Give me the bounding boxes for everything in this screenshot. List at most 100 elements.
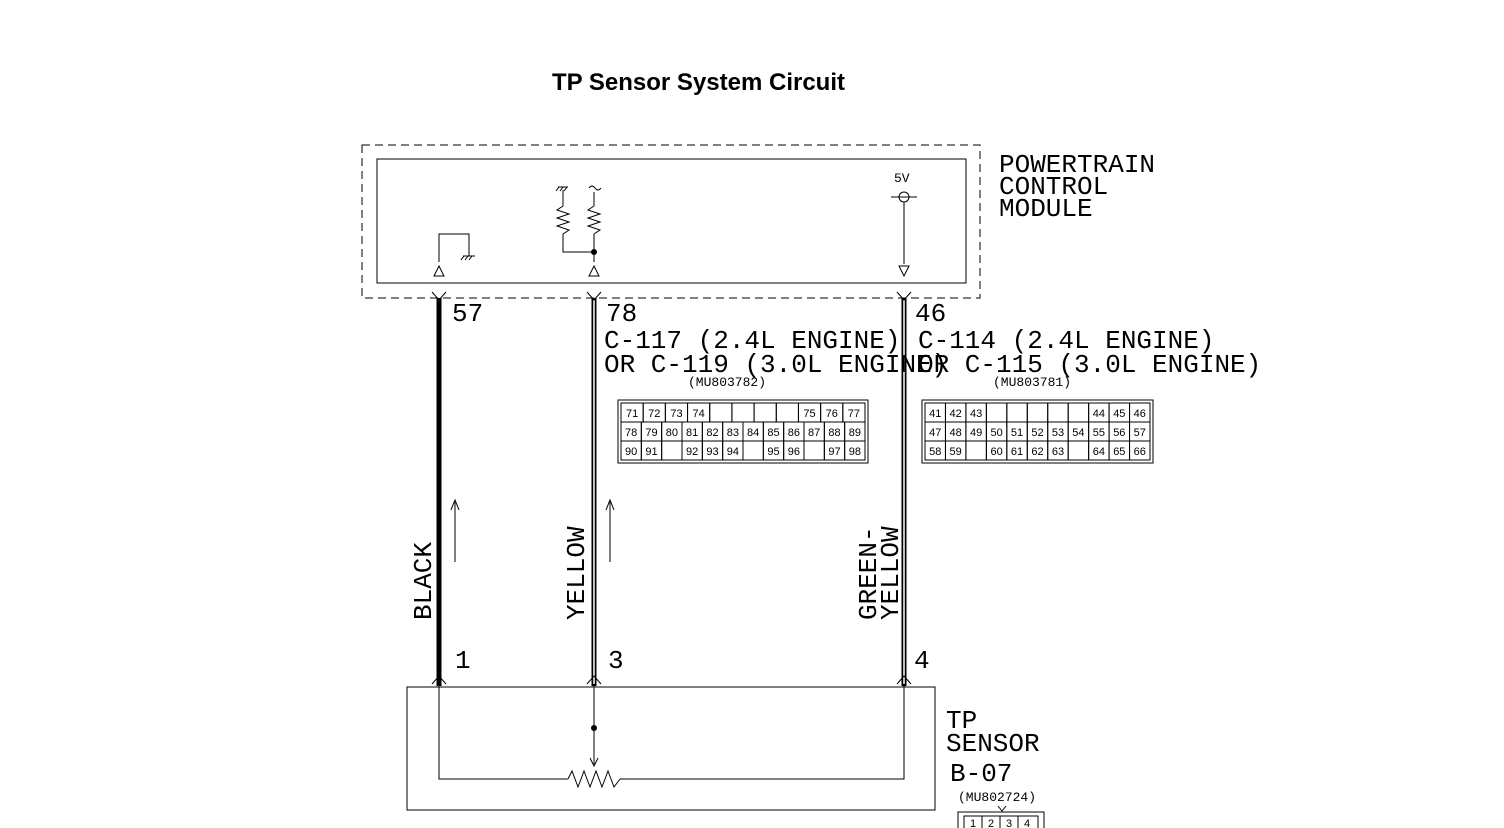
connector-pin-number: 47 <box>929 427 941 439</box>
sensor-label-line1: TP <box>946 706 977 736</box>
connector-cavity <box>742 440 764 461</box>
connector-pin-number: 64 <box>1093 446 1105 458</box>
sensor-connector-pin-4: 4 <box>1024 818 1030 828</box>
pcm-label-line3: MODULE <box>999 194 1093 224</box>
connector-pin-number: 46 <box>1134 408 1146 420</box>
connector-pin-number: 88 <box>828 427 840 439</box>
wire-color-black: BLACK <box>409 542 439 620</box>
connector-cavity <box>1067 440 1090 461</box>
pcm-outline <box>361 144 981 299</box>
connector-pin-number: 49 <box>970 427 982 439</box>
connector-cavity <box>1067 402 1090 423</box>
connector-pin-number: 62 <box>1031 446 1043 458</box>
connector-pin-number: 71 <box>626 408 638 420</box>
sensor-id: B-07 <box>950 759 1012 789</box>
connector-pin-number: 77 <box>848 408 860 420</box>
connector-pin-number: 89 <box>849 427 861 439</box>
connector-right-line2: OR C-115 (3.0L ENGINE) <box>918 350 1261 380</box>
connector-outer-frame <box>921 399 1154 464</box>
connector-pin-number: 44 <box>1093 408 1105 420</box>
wire-color-yellow: YELLOW <box>562 526 592 620</box>
connector-cavity <box>661 440 683 461</box>
connector-pin-number: 65 <box>1113 446 1125 458</box>
wire-black <box>431 291 447 686</box>
connector-cavity <box>803 440 825 461</box>
pin-78-label: 78 <box>606 299 637 329</box>
pcm-5v-label: 5V <box>894 171 910 186</box>
connector-pin-number: 85 <box>767 427 779 439</box>
connector-pin-number: 63 <box>1052 446 1064 458</box>
sensor-connector: 1 2 3 4 <box>957 805 1045 828</box>
connector-cavity <box>844 440 866 461</box>
pcm-5v-supply: 5V <box>891 171 917 278</box>
connector-pin-number: 73 <box>670 408 682 420</box>
connector-pin-number: 94 <box>727 446 739 458</box>
page-title: TP Sensor System Circuit <box>552 69 845 96</box>
connector-pin-number: 56 <box>1113 427 1125 439</box>
connector-pin-number: 74 <box>693 408 705 420</box>
connector-pin-number: 84 <box>747 427 759 439</box>
connector-left-line2: OR C-119 (3.0L ENGINE) <box>604 350 947 380</box>
connector-pin-number: 72 <box>648 408 660 420</box>
pcm-label-line1: POWERTRAIN <box>999 150 1155 180</box>
sensor-part-number: (MU802724) <box>958 790 1036 805</box>
pin-57-label: 57 <box>452 299 483 329</box>
wire-color-yellow-2: YELLOW <box>876 526 906 620</box>
connector-pin-number: 91 <box>645 446 657 458</box>
connector-pin-number: 60 <box>990 446 1002 458</box>
wire-green-yellow <box>896 291 912 686</box>
pin-46-label: 46 <box>915 299 946 329</box>
connector-pin-number: 75 <box>803 408 815 420</box>
pcm-label-line2: CONTROL <box>999 172 1108 202</box>
pin-3-label: 3 <box>608 646 624 676</box>
connector-pin-number: 48 <box>950 427 962 439</box>
connector-outer-frame <box>617 399 869 464</box>
wire-color-green: GREEN- <box>854 526 884 620</box>
connector-pin-number: 81 <box>686 427 698 439</box>
connector-pin-number: 95 <box>767 446 779 458</box>
connector-pin-number: 59 <box>950 446 962 458</box>
connector-pin-number: 83 <box>727 427 739 439</box>
connector-pin-number: 80 <box>666 427 678 439</box>
connector-pin-number: 61 <box>1011 446 1023 458</box>
connector-pin-number: 92 <box>686 446 698 458</box>
connector-cavity <box>985 402 1008 423</box>
connector-pin-number: 42 <box>950 408 962 420</box>
connector-right-part: (MU803781) <box>993 375 1071 390</box>
pcm-inner-box <box>376 158 967 284</box>
connector-pin-number: 41 <box>929 408 941 420</box>
connector-pin-number: 97 <box>828 446 840 458</box>
connector-cavity <box>1006 402 1028 423</box>
connector-pin-number: 52 <box>1031 427 1043 439</box>
sensor-label-line2: SENSOR <box>946 729 1040 759</box>
connector-pin-number: 45 <box>1113 408 1125 420</box>
connector-pin-number: 86 <box>788 427 800 439</box>
connector-pin-number: 43 <box>970 408 982 420</box>
connector-pin-number: 78 <box>625 427 637 439</box>
connector-pin-number: 87 <box>808 427 820 439</box>
connector-pin-number: 57 <box>1134 427 1146 439</box>
connector-cavity <box>1026 402 1049 423</box>
sensor-connector-pin-2: 2 <box>988 818 994 828</box>
wire-yellow <box>586 291 602 686</box>
connector-right-line1: C-114 (2.4L ENGINE) <box>918 326 1214 356</box>
connector-pin-number: 53 <box>1052 427 1064 439</box>
connector-cavity <box>709 402 733 423</box>
connector-pin-number: 98 <box>849 446 861 458</box>
connector-cavity <box>775 402 799 423</box>
tp-sensor-box <box>406 686 936 811</box>
connector-pin-number: 82 <box>706 427 718 439</box>
connector-left-line1: C-117 (2.4L ENGINE) <box>604 326 900 356</box>
pin-4-label: 4 <box>914 646 930 676</box>
flow-arrow-black <box>450 498 460 562</box>
connector-pin-number: 54 <box>1072 427 1084 439</box>
connector-pin-number: 58 <box>929 446 941 458</box>
connector-cavity <box>731 402 755 423</box>
connector-pin-number: 51 <box>1011 427 1023 439</box>
connector-cavity <box>753 402 777 423</box>
connector-pin-number: 76 <box>826 408 838 420</box>
connector-left-part: (MU803782) <box>688 375 766 390</box>
